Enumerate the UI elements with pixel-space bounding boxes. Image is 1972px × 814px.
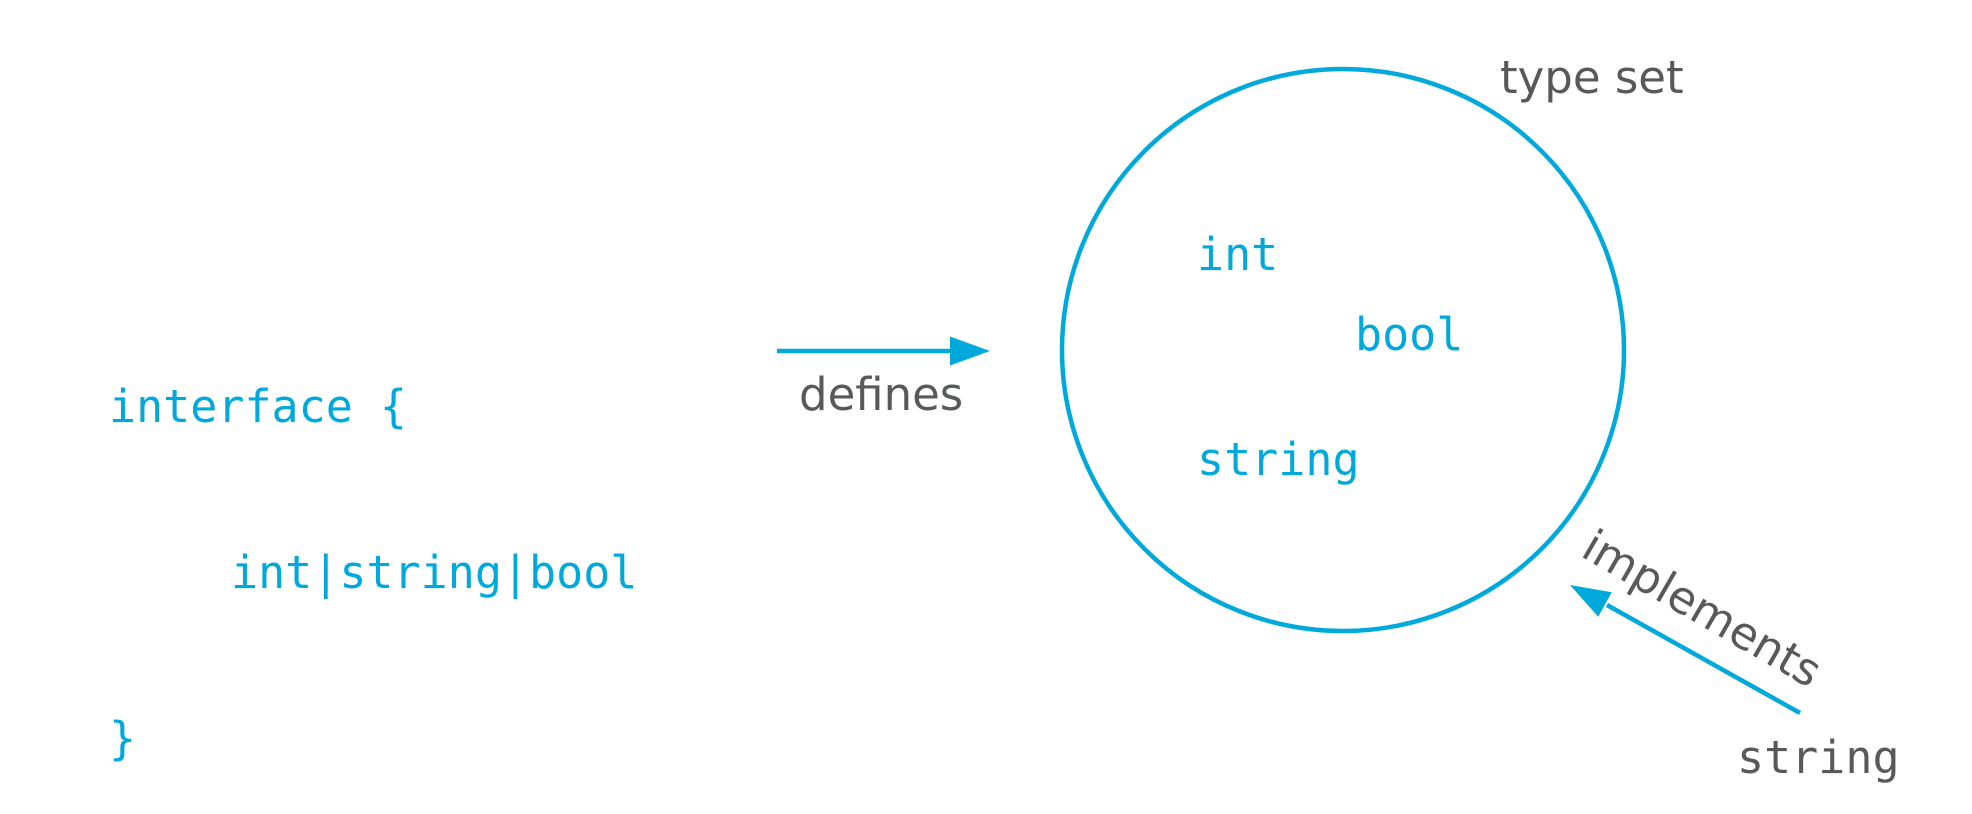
implements-arrow-head-icon <box>1570 585 1612 617</box>
code-line-3: } <box>109 712 137 765</box>
implements-arrow-line <box>1605 603 1802 715</box>
type-set-member-bool: bool <box>1355 308 1464 361</box>
code-line-2: int|string|bool <box>231 546 638 599</box>
code-line-1: interface { <box>109 380 408 433</box>
type-set-member-int: int <box>1197 228 1279 281</box>
interface-code-block: interface { int|string|bool } <box>109 271 637 814</box>
implementing-type-label: string <box>1737 731 1900 784</box>
defines-arrow <box>777 336 990 366</box>
type-set-label: type set <box>1500 51 1684 104</box>
defines-arrow-head-icon <box>950 336 990 366</box>
implements-arrow <box>1570 585 1802 715</box>
defines-label: defines <box>799 368 964 421</box>
type-set-circle <box>1059 66 1627 634</box>
type-set-member-string: string <box>1197 433 1360 486</box>
